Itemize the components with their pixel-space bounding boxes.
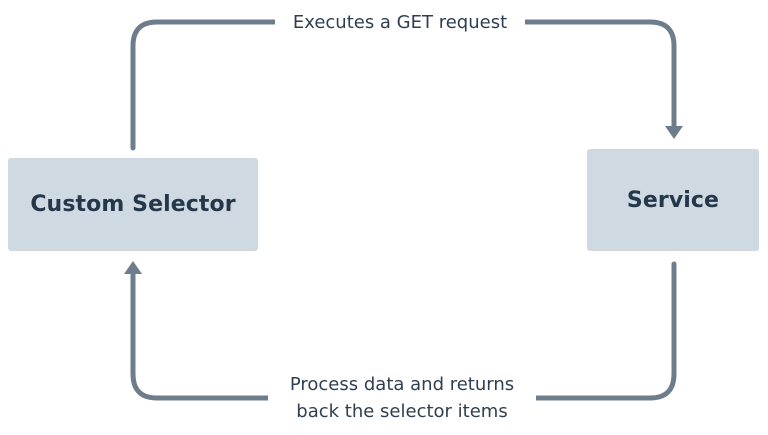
response-edge-label: Process data and returns back the select… bbox=[268, 371, 536, 425]
request-connector bbox=[130, 19, 677, 151]
response-edge-text-line2: back the selector items bbox=[296, 401, 508, 422]
service-label: Service bbox=[626, 187, 720, 213]
request-arrowhead bbox=[665, 126, 683, 139]
response-edge-text-line1: Process data and returns bbox=[289, 374, 515, 395]
request-edge-text: Executes a GET request bbox=[292, 12, 508, 33]
custom-selector-node: Custom Selector bbox=[8, 158, 258, 251]
request-edge-label: Executes a GET request bbox=[275, 9, 525, 36]
service-node: Service bbox=[587, 149, 759, 251]
response-arrowhead bbox=[124, 261, 142, 274]
custom-selector-label: Custom Selector bbox=[30, 192, 236, 217]
